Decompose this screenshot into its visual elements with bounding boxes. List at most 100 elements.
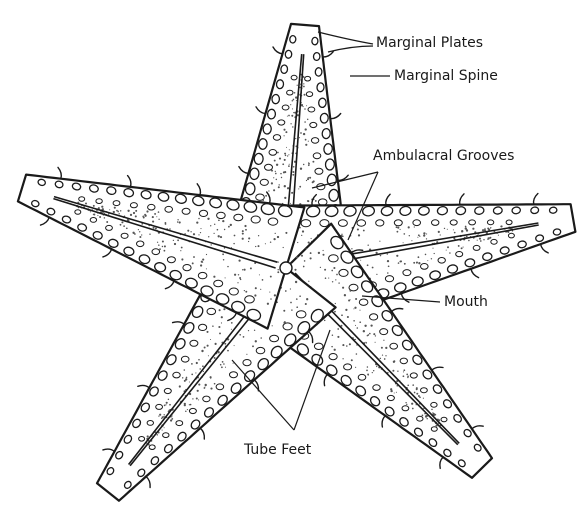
texture-dot — [138, 229, 139, 230]
texture-dot — [174, 243, 176, 245]
texture-dot — [180, 250, 181, 251]
texture-dot — [290, 203, 291, 204]
texture-dot — [171, 416, 172, 417]
texture-dot — [416, 262, 417, 263]
texture-dot — [370, 324, 372, 326]
texture-dot — [381, 347, 383, 349]
texture-dot — [206, 268, 207, 269]
texture-dot — [369, 333, 371, 335]
texture-dot — [408, 226, 410, 228]
texture-dot — [191, 363, 193, 365]
texture-dot — [404, 263, 406, 265]
texture-dot — [288, 165, 290, 167]
texture-dot — [348, 299, 350, 301]
texture-dot — [337, 336, 339, 338]
texture-dot — [139, 236, 141, 238]
leader-marginal-plates-2 — [328, 46, 373, 52]
texture-dot — [118, 211, 119, 212]
texture-dot — [170, 419, 172, 421]
texture-dot — [382, 355, 383, 356]
texture-dot — [93, 213, 95, 215]
texture-dot — [396, 255, 398, 257]
texture-dot — [162, 246, 163, 247]
texture-dot — [403, 375, 405, 377]
texture-dot — [310, 252, 312, 254]
texture-dot — [283, 129, 285, 131]
texture-dot — [262, 279, 264, 281]
texture-dot — [303, 83, 304, 84]
texture-dot — [121, 221, 123, 223]
texture-dot — [325, 277, 327, 279]
texture-dot — [431, 409, 433, 411]
texture-dot — [221, 316, 223, 318]
texture-dot — [287, 116, 288, 117]
texture-dot — [255, 340, 257, 342]
texture-dot — [351, 359, 353, 361]
texture-dot — [213, 276, 215, 278]
texture-dot — [299, 186, 301, 188]
texture-dot — [223, 363, 225, 365]
texture-dot — [411, 403, 413, 405]
texture-dot — [198, 399, 199, 400]
texture-dot — [355, 367, 356, 368]
texture-dot — [177, 239, 179, 241]
texture-dot — [463, 247, 464, 248]
texture-dot — [301, 104, 303, 106]
texture-dot — [346, 345, 348, 347]
texture-dot — [141, 234, 142, 235]
texture-dot — [432, 248, 433, 249]
texture-dot — [116, 210, 118, 212]
texture-dot — [205, 387, 206, 388]
texture-dot — [296, 100, 297, 101]
texture-dot — [222, 361, 224, 363]
texture-dot — [323, 250, 324, 251]
texture-dot — [252, 345, 254, 347]
texture-dot — [237, 282, 238, 283]
texture-dot — [273, 177, 274, 178]
texture-dot — [162, 416, 164, 418]
texture-dot — [173, 240, 174, 241]
marginal-spine — [103, 449, 115, 451]
texture-dot — [426, 418, 427, 419]
texture-dot — [200, 264, 202, 266]
texture-dot — [334, 349, 336, 351]
texture-dot — [356, 353, 358, 355]
texture-dot — [190, 404, 192, 406]
texture-dot — [387, 272, 389, 274]
texture-dot — [239, 277, 241, 279]
texture-dot — [453, 229, 454, 230]
texture-dot — [308, 164, 310, 166]
texture-dot — [222, 220, 224, 222]
texture-dot — [295, 138, 296, 139]
texture-dot — [243, 336, 245, 338]
texture-dot — [403, 371, 404, 372]
texture-dot — [184, 380, 186, 382]
texture-dot — [380, 358, 382, 360]
texture-dot — [254, 330, 255, 331]
texture-dot — [394, 392, 395, 393]
texture-dot — [297, 85, 298, 86]
texture-dot — [153, 227, 155, 229]
texture-dot — [114, 207, 116, 209]
texture-dot — [90, 211, 91, 212]
texture-dot — [285, 290, 287, 292]
texture-dot — [168, 399, 169, 400]
texture-dot — [383, 340, 384, 341]
texture-dot — [501, 225, 503, 227]
texture-dot — [306, 180, 307, 181]
texture-dot — [277, 152, 279, 154]
texture-dot — [171, 418, 173, 420]
texture-dot — [308, 141, 309, 142]
texture-dot — [349, 290, 351, 292]
texture-dot — [272, 325, 273, 326]
texture-dot — [331, 270, 333, 272]
texture-dot — [197, 390, 199, 392]
texture-dot — [305, 139, 307, 141]
texture-dot — [372, 372, 373, 373]
texture-dot — [331, 346, 333, 348]
texture-dot — [353, 320, 355, 322]
texture-dot — [365, 342, 366, 343]
texture-dot — [335, 279, 336, 280]
texture-dot — [292, 174, 294, 176]
texture-dot — [301, 255, 303, 257]
